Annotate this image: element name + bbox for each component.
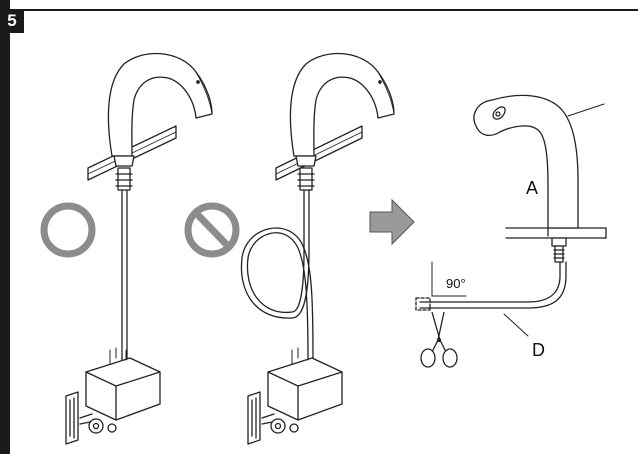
- prohibited-icon: [184, 202, 240, 258]
- scissors-icon: [420, 311, 458, 368]
- incorrect-installation-figure: [240, 52, 395, 445]
- spout-label: A: [526, 178, 538, 198]
- right-arrow-icon: [369, 198, 415, 246]
- step-number-badge: 5: [0, 9, 24, 33]
- correct-installation-figure: [65, 52, 213, 445]
- angle-label: 90°: [446, 276, 466, 291]
- top-border-rule: [0, 9, 638, 11]
- tube-label: D: [532, 340, 545, 360]
- left-border-bar: [0, 0, 10, 454]
- correct-circle-icon: [40, 202, 96, 258]
- tube-cutting-figure: [415, 94, 607, 337]
